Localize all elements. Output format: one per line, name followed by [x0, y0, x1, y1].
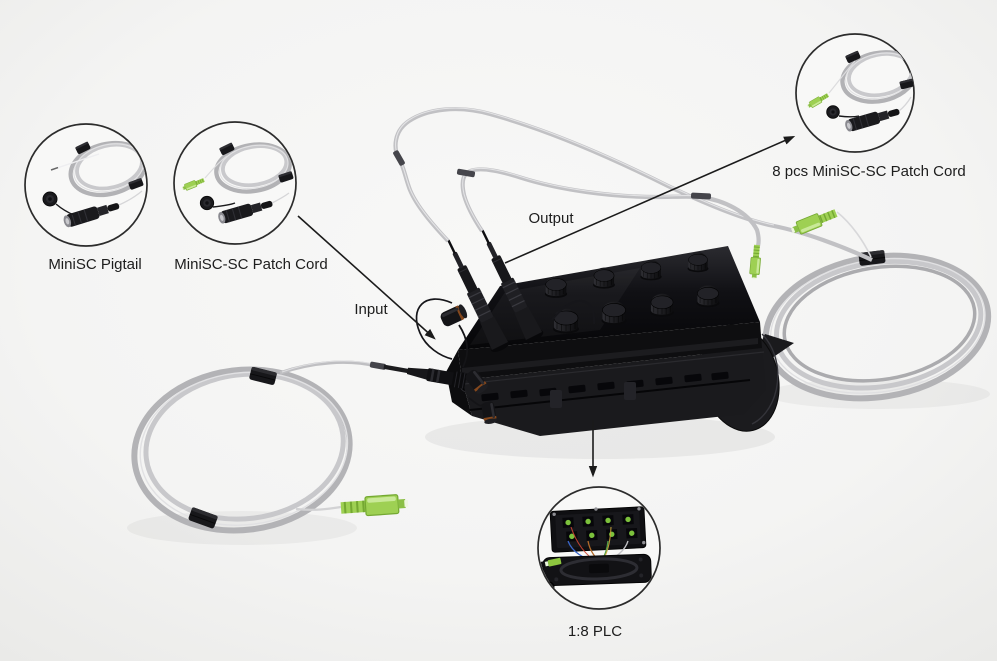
cable-ferrule [690, 192, 712, 200]
plc-base-tray [542, 553, 652, 587]
fiber-lead [836, 211, 872, 258]
output-connectors [415, 224, 546, 360]
label-minisc-sc-patch-cord: MiniSC-SC Patch Cord [174, 256, 327, 273]
label-output: Output [528, 210, 574, 227]
cable-ferrule [456, 168, 476, 178]
callout-minisc-sc-patch-cord [173, 121, 297, 245]
callout-circle [795, 33, 915, 153]
input-connector-assembly [369, 303, 498, 425]
label-minisc-pigtail: MiniSC Pigtail [48, 256, 141, 273]
cap-lanyard [468, 397, 484, 407]
arrow-input [297, 215, 436, 340]
cap-lanyard [415, 298, 453, 360]
arrow-8pcs-callout [504, 136, 796, 264]
left-patch-cord-coil [131, 366, 410, 534]
round-cap [826, 105, 840, 119]
round-cap [199, 195, 215, 211]
annotation-arrows [297, 136, 796, 478]
right-coil-shadow [766, 379, 990, 409]
box-base [462, 348, 766, 436]
input-cable [279, 360, 377, 375]
cap-lanyard [458, 324, 469, 368]
label-8pcs-patch-cord: 8 pcs MiniSC-SC Patch Cord [772, 163, 965, 180]
labels: MiniSC Pigtail MiniSC-SC Patch Cord 8 pc… [48, 163, 965, 640]
box-front-face [458, 322, 762, 380]
round-cap [42, 191, 58, 207]
bare-fiber [53, 153, 100, 170]
label-input: Input [354, 301, 388, 318]
skirt-boss [624, 382, 636, 400]
label-plc: 1:8 PLC [568, 623, 622, 640]
plc-open-lid [549, 506, 647, 553]
cable-ferrule [393, 150, 405, 166]
output-cables [393, 107, 873, 281]
cap-lanyard [551, 300, 596, 325]
callout-plc [537, 486, 661, 610]
fiber-lead [295, 505, 342, 511]
skirt-boss [550, 390, 562, 408]
